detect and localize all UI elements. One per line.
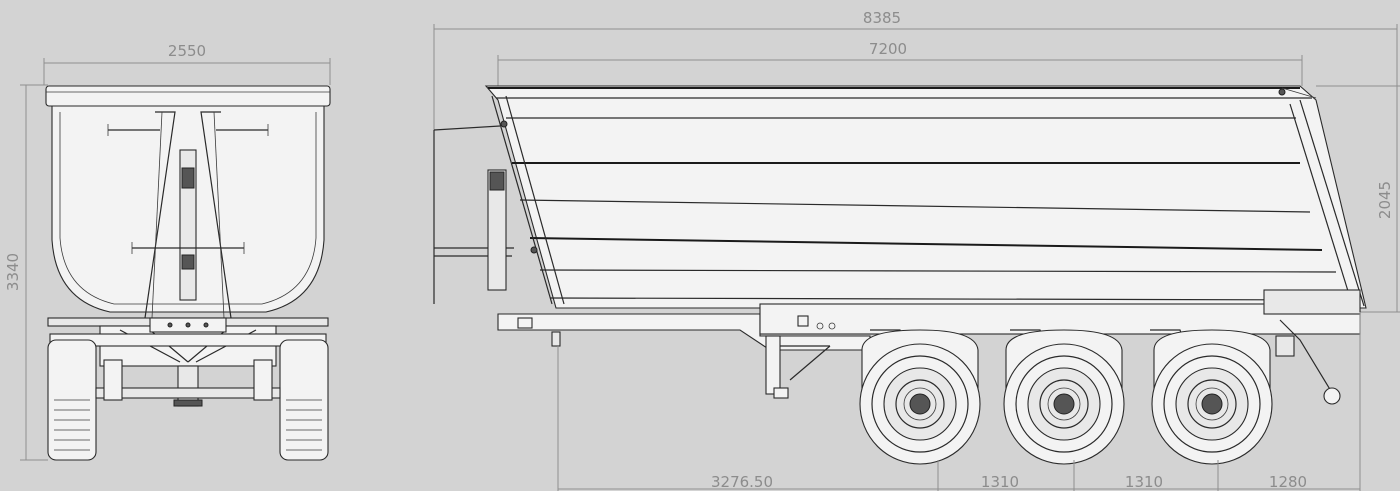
kingpin-to-axle-label: 3276.50: [711, 473, 773, 491]
front-height-dimension: 3340: [4, 84, 48, 461]
front-width-label: 2550: [168, 42, 206, 60]
body-length-dimension: 7200: [497, 40, 1303, 86]
front-body: [45, 85, 331, 319]
front-ladder: [433, 125, 514, 304]
axle-spacing-2-label: 1310: [1125, 473, 1163, 491]
axle-3-wheel: [1151, 329, 1273, 465]
body-length-label: 7200: [869, 40, 907, 58]
overall-length-label: 8385: [863, 9, 901, 27]
front-view: 2550 3340: [4, 42, 331, 461]
rear-overhang-label: 1280: [1269, 473, 1307, 491]
side-chassis: [497, 289, 1361, 405]
axle-2-wheel: [1003, 329, 1125, 465]
bottom-dimensions: 3276.50 1310 1310 1280: [557, 312, 1361, 491]
front-wheel-left: [47, 339, 97, 461]
front-wheel-right: [279, 339, 329, 461]
body-height-label: 2045: [1376, 181, 1394, 219]
axle-1-wheel: [859, 329, 981, 465]
front-width-dimension: 2550: [43, 42, 331, 85]
overall-length-dimension: 8385: [433, 9, 1398, 130]
front-height-label: 3340: [4, 253, 22, 291]
tipper-body: [484, 85, 1367, 309]
front-axle: [95, 359, 281, 401]
axle-spacing-1-label: 1310: [981, 473, 1019, 491]
body-height-dimension: 2045: [1316, 85, 1400, 313]
side-view: 8385 7200 2045: [433, 9, 1400, 491]
